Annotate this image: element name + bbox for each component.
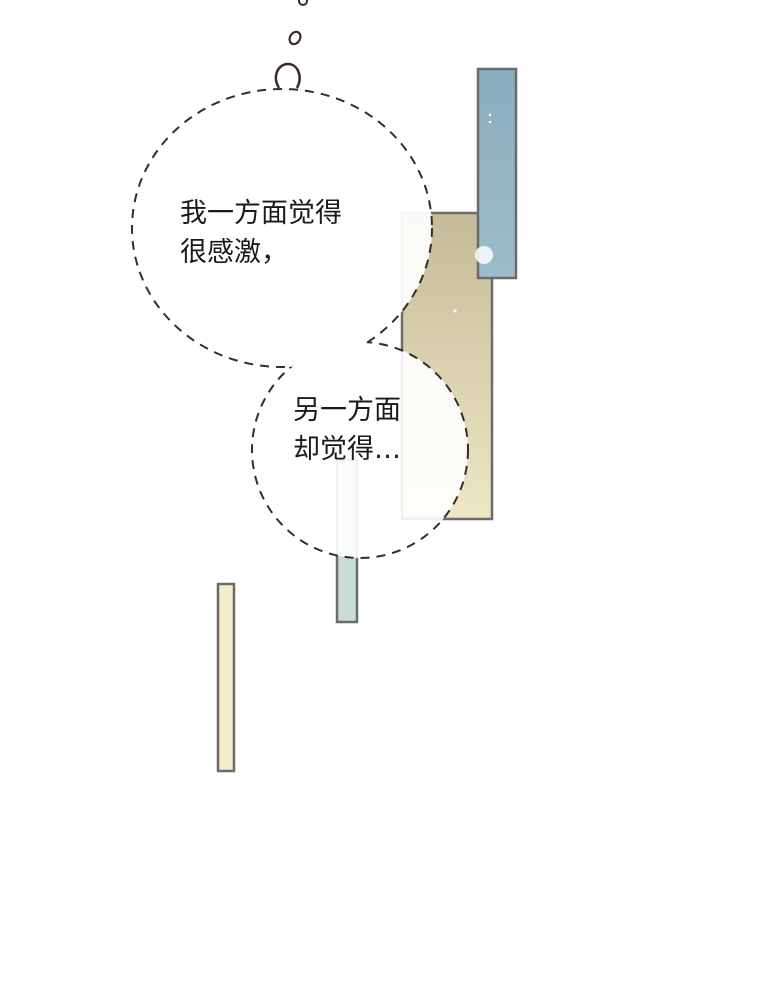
bubble-1-line-2: 很感激， <box>180 237 288 268</box>
thought-trail-circle-tiny <box>298 0 308 6</box>
bubble-1-line-1: 我一方面觉得 <box>180 198 342 229</box>
thought-bubble-2 <box>252 342 468 558</box>
blue-panel <box>476 67 518 280</box>
bubble-2-text: 另一方面却觉得… <box>293 391 401 469</box>
yellow-panel <box>216 582 236 773</box>
thought-trail-circle-large <box>274 62 301 89</box>
thought-bubble-1 <box>132 89 432 367</box>
thought-trail-circle-small <box>288 30 302 46</box>
bubble-2-line-2: 却觉得… <box>293 434 401 465</box>
bubble-1-text: 我一方面觉得很感激， <box>180 194 342 272</box>
bubble-2-line-1: 另一方面 <box>293 395 401 426</box>
